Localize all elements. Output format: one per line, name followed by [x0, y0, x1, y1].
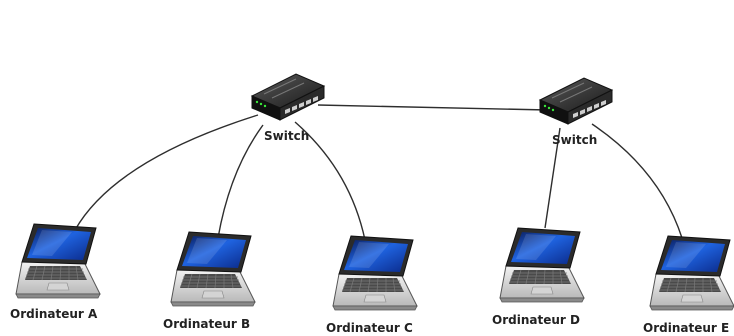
- computer-label: Ordinateur E: [643, 321, 730, 335]
- computer-label: Ordinateur A: [10, 307, 98, 321]
- cables: [74, 104, 683, 241]
- cable-switch1-to-computer-c: [294, 121, 366, 241]
- computer-label: Ordinateur B: [163, 317, 251, 331]
- network-switch-icon: [539, 77, 613, 125]
- laptop-icon: [170, 231, 256, 307]
- cable-switch2-to-computer-d: [544, 127, 561, 229]
- network-switch-icon: [251, 73, 325, 121]
- cable-switch2-to-computer-e: [591, 123, 683, 239]
- computer-label: Ordinateur D: [492, 313, 580, 327]
- laptop-icon: [499, 227, 585, 303]
- cable-switch1-to-computer-a: [74, 114, 259, 231]
- laptop-icon: [15, 223, 101, 299]
- switch-label: Switch: [552, 133, 598, 147]
- cable-switch-to-switch: [317, 104, 549, 111]
- switch-label: Switch: [264, 129, 310, 143]
- laptop-icon: [649, 235, 734, 311]
- laptop-icon: [332, 235, 418, 311]
- cable-switch1-to-computer-b: [217, 124, 264, 239]
- computer-label: Ordinateur C: [326, 321, 413, 335]
